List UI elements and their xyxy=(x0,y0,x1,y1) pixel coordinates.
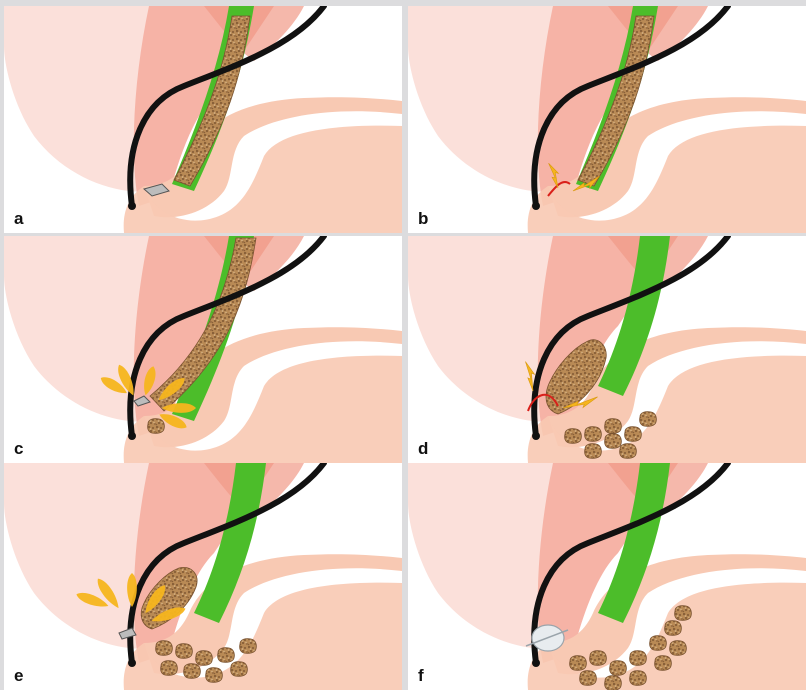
stone-fragment-icon xyxy=(206,668,223,683)
stone-fragment-shape xyxy=(218,648,235,663)
panel-c: c xyxy=(4,236,402,463)
stone-fragment-shape xyxy=(590,651,607,666)
stone-fragment-icon xyxy=(605,434,622,449)
stone-fragment-icon xyxy=(570,656,587,671)
panel-e-illustration xyxy=(4,463,402,690)
panel-b-illustration xyxy=(408,6,806,233)
stone-fragment-icon xyxy=(231,662,248,677)
panel-c-label: c xyxy=(14,439,23,459)
stone-fragment-icon xyxy=(148,419,165,434)
stone-fragment-icon xyxy=(650,636,667,651)
stone-fragment-icon xyxy=(630,651,647,666)
stone-fragment-icon xyxy=(585,444,602,459)
panel-f-illustration xyxy=(408,463,806,690)
stone-fragment-shape xyxy=(620,444,637,459)
stone-fragment-shape xyxy=(630,671,647,686)
stone-fragment-shape xyxy=(640,412,657,427)
stone-fragment-shape xyxy=(605,434,622,449)
stone-fragment-shape xyxy=(231,662,248,677)
stone-fragment-icon xyxy=(640,412,657,427)
stone-fragment-icon xyxy=(585,427,602,442)
stone-fragment-icon xyxy=(590,651,607,666)
stone-fragment-icon xyxy=(184,664,201,679)
stone-fragment-shape xyxy=(196,651,213,666)
stone-fragment-icon xyxy=(240,639,257,654)
stone-fragment-icon xyxy=(605,419,622,434)
endoscope-tip-icon xyxy=(128,659,136,667)
stone-fragment-icon xyxy=(161,661,178,676)
stone-fragment-shape xyxy=(605,419,622,434)
panel-e-label: e xyxy=(14,666,23,686)
stone-fragment-shape xyxy=(176,644,193,659)
panel-d-illustration xyxy=(408,236,806,463)
stone-fragment-shape xyxy=(670,641,687,656)
panel-b: b xyxy=(408,6,806,233)
stone-fragment-shape xyxy=(206,668,223,683)
endoscope-tip-icon xyxy=(128,432,136,440)
stone-fragment-icon xyxy=(156,641,173,656)
stone-fragment-icon xyxy=(610,661,627,676)
stone-fragment-icon xyxy=(580,671,597,686)
panel-e: e xyxy=(4,463,402,690)
stone-fragment-shape xyxy=(184,664,201,679)
endoscope-tip-icon xyxy=(532,202,540,210)
panel-f: f xyxy=(408,463,806,690)
panel-d-label: d xyxy=(418,439,428,459)
panel-c-illustration xyxy=(4,236,402,463)
stone-fragment-icon xyxy=(675,606,692,621)
panel-b-label: b xyxy=(418,209,428,229)
stone-fragment-icon xyxy=(630,671,647,686)
stone-fragment-icon xyxy=(218,648,235,663)
stone-fragment-icon xyxy=(670,641,687,656)
panel-f-label: f xyxy=(418,666,424,686)
stone-fragment-shape xyxy=(650,636,667,651)
panel-a: a xyxy=(4,6,402,233)
stone-fragment-icon xyxy=(605,676,622,690)
stone-fragment-shape xyxy=(148,419,165,434)
stone-fragment-shape xyxy=(565,429,582,444)
stone-fragment-shape xyxy=(570,656,587,671)
stone-fragment-shape xyxy=(630,651,647,666)
panel-a-label: a xyxy=(14,209,23,229)
stone-fragment-shape xyxy=(605,676,622,690)
stone-fragment-shape xyxy=(625,427,642,442)
stone-fragment-icon xyxy=(565,429,582,444)
stone-fragment-shape xyxy=(240,639,257,654)
endoscope-tip-icon xyxy=(532,432,540,440)
stone-fragment-shape xyxy=(161,661,178,676)
stone-fragment-shape xyxy=(675,606,692,621)
stone-fragment-icon xyxy=(620,444,637,459)
stone-fragment-shape xyxy=(610,661,627,676)
stone-fragment-shape xyxy=(585,427,602,442)
stone-fragment-icon xyxy=(625,427,642,442)
panel-d: d xyxy=(408,236,806,463)
stone-fragment-shape xyxy=(655,656,672,671)
panel-a-illustration xyxy=(4,6,402,233)
stone-fragment-shape xyxy=(580,671,597,686)
stone-fragment-icon xyxy=(655,656,672,671)
stone-fragment-shape xyxy=(585,444,602,459)
endoscope-tip-icon xyxy=(532,659,540,667)
stone-fragment-icon xyxy=(665,621,682,636)
stone-fragment-shape xyxy=(665,621,682,636)
stone-fragment-icon xyxy=(176,644,193,659)
stone-fragment-shape xyxy=(156,641,173,656)
endoscope-tip-icon xyxy=(128,202,136,210)
stone-fragment-icon xyxy=(196,651,213,666)
